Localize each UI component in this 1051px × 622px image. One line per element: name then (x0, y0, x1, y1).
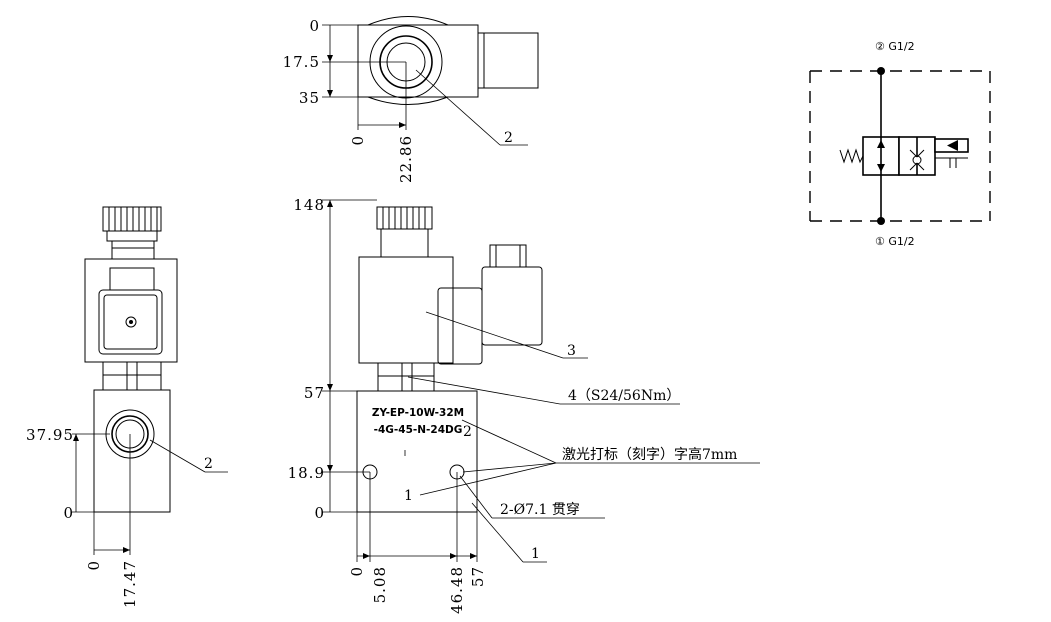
front-dim-h-57: 57 (469, 566, 487, 587)
laser-marking-note: 激光打标（刻字）字高7mm (562, 446, 737, 463)
front-view: ZY-EP-10W-32M -4G-45-N-24DG 148 57 18.9 … (288, 196, 760, 614)
side-hex-nut (102, 361, 162, 391)
side-dim-h-17-47: 17.47 (121, 560, 139, 608)
side-body (93, 389, 171, 513)
front-coil (358, 256, 454, 364)
front-dim-57: 57 (304, 384, 325, 402)
side-dim-37-95: 37.95 (26, 426, 74, 444)
top-dim-35: 35 (299, 89, 320, 107)
hydraulic-symbol: ② G1/2 ① G1/2 (809, 40, 991, 248)
callout-port-2: 2 (463, 424, 472, 440)
callout-3: 3 (567, 343, 576, 359)
side-dim-h-0: 0 (85, 560, 103, 571)
front-body (356, 390, 478, 513)
top-view-connector (477, 32, 539, 89)
spring-icon (839, 148, 864, 164)
front-dim-0: 0 (314, 504, 325, 522)
port-1-label: ① G1/2 (875, 235, 915, 248)
port-2-label: ② G1/2 (875, 40, 915, 53)
front-knurled-nut (376, 206, 433, 230)
front-dim-18-9: 18.9 (288, 464, 325, 482)
front-hex-nut (377, 362, 435, 392)
top-view-body (357, 24, 479, 98)
callout-body-1: 1 (531, 546, 540, 562)
front-connector (481, 266, 543, 346)
marking-line-1: ZY-EP-10W-32M (372, 407, 464, 419)
side-callout-2: 2 (204, 456, 213, 472)
front-dim-h-0: 0 (348, 566, 366, 577)
callout-4: 4（S24/56Nm） (568, 388, 680, 404)
front-dim-h-5-08: 5.08 (371, 566, 389, 603)
top-dim-17-5: 17.5 (283, 53, 320, 71)
hole-note: 2-Ø7.1 贯穿 (500, 502, 580, 518)
front-dim-h-46-48: 46.48 (448, 566, 466, 614)
marking-line-2: -4G-45-N-24DG (374, 424, 463, 436)
top-dim-h-22-86: 22.86 (397, 135, 415, 183)
callout-port-1: 1 (404, 488, 413, 504)
front-dim-148: 148 (293, 196, 325, 214)
top-view: 0 17.5 35 0 22.86 2 (283, 16, 539, 183)
side-dim-0: 0 (63, 504, 74, 522)
top-dim-0: 0 (309, 17, 320, 35)
top-callout-2: 2 (504, 130, 513, 146)
side-view: 37.95 0 0 17.47 2 (26, 206, 228, 608)
top-dim-h-0: 0 (349, 135, 367, 146)
side-knurled-nut (102, 206, 162, 232)
